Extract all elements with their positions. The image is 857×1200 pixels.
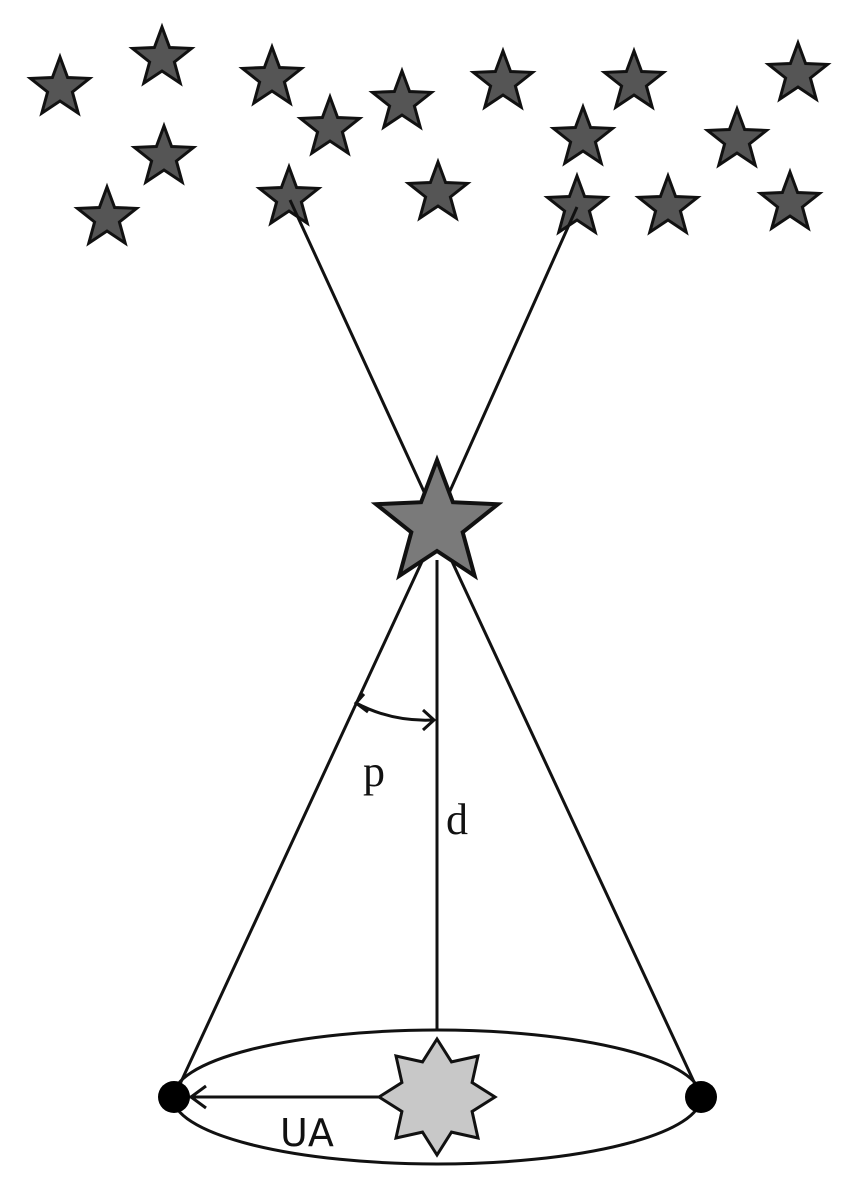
star-icon [73, 182, 141, 247]
earth-position-left [158, 1081, 190, 1113]
star-icon [255, 162, 323, 227]
sight-lines-to-background [288, 199, 579, 521]
star-icon [128, 22, 196, 87]
star-icon [549, 102, 617, 167]
star-icon [130, 121, 198, 186]
background-stars [26, 22, 832, 247]
star-icon [703, 104, 771, 169]
sun-icon [376, 1036, 498, 1158]
parallax-angle-label: p [363, 747, 385, 796]
au-label: UA [280, 1111, 334, 1155]
line-left-position-to-star [172, 554, 427, 1098]
parallax-angle-arc [353, 693, 437, 732]
earth-position-right [685, 1081, 717, 1113]
target-star-icon [370, 454, 504, 581]
sun-shape [376, 1036, 498, 1158]
target-star-shape [370, 454, 504, 581]
star-icon [404, 157, 472, 222]
parallax-triangle [172, 554, 703, 1098]
star-icon [756, 167, 824, 232]
star-icon [764, 38, 832, 103]
star-icon [296, 92, 364, 157]
distance-label: d [446, 795, 468, 844]
sight-line-right [435, 206, 579, 521]
au-arrow [188, 1084, 390, 1110]
sight-line-left [288, 199, 439, 521]
star-icon [238, 42, 306, 107]
star-icon [368, 66, 436, 131]
star-icon [26, 52, 94, 117]
star-icon [634, 171, 702, 236]
star-icon [543, 171, 611, 236]
line-right-position-to-star [447, 554, 703, 1098]
star-icon [469, 46, 537, 111]
star-icon [600, 46, 668, 111]
